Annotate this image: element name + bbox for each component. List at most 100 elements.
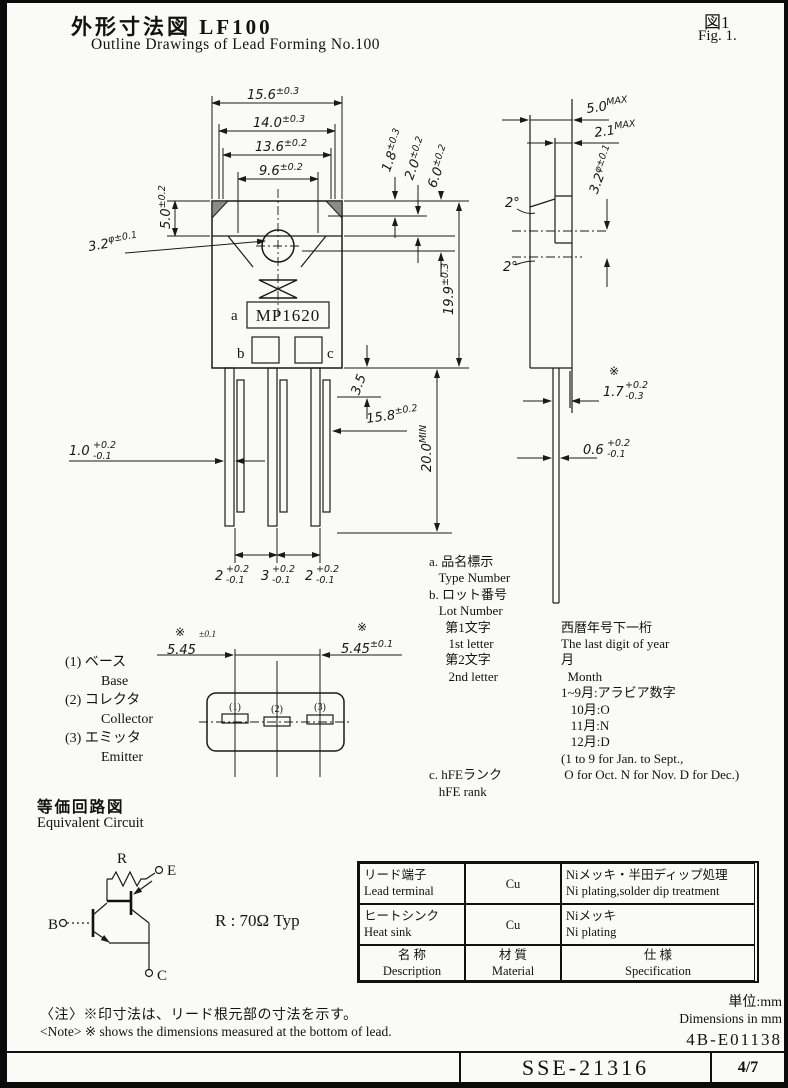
pin1-label: (1) <box>229 702 241 713</box>
doc-number: 4B-E01138 <box>686 1030 782 1049</box>
unit-block: 単位:mm Dimensions in mm 4B-E01138 <box>592 991 784 1050</box>
footnote-jp: 〈注〉※印寸法は、リード根元部の寸法を示す。 <box>40 1008 358 1023</box>
terminal-b <box>58 918 68 928</box>
front-view: a MP1620 b c <box>69 86 469 586</box>
pin2-label: (2) <box>271 704 283 715</box>
figure-number: 図1 <box>704 13 730 32</box>
note-line: Lot Number <box>429 603 503 619</box>
note-line: 第2文字 <box>429 652 491 668</box>
dim-15-8: 15.8±0.2 <box>365 403 419 427</box>
note-line <box>429 702 561 718</box>
collector-label: C <box>157 968 167 984</box>
equivalent-circuit: R E B C R : 70Ω Typ <box>48 851 300 984</box>
note-line: 1st letter <box>429 636 494 652</box>
pin-item-en: Emitter <box>101 750 143 765</box>
dim-9-6: 9.6±0.2 <box>259 162 303 179</box>
marking-notes: a. 品名標示 Type Number b. ロット番号 Lot Number … <box>429 554 740 799</box>
dim-1-8: 1.8±0.3 <box>377 127 408 174</box>
note-line <box>429 734 561 750</box>
dim-14-0: 14.0±0.3 <box>253 114 305 131</box>
dim-15-6: 15.6±0.3 <box>247 86 299 103</box>
dim-0-6: 0.6+0.2-0.1 <box>583 438 630 460</box>
page-title: 外形寸法図 LF100 <box>71 15 273 39</box>
unit-jp: 単位:mm <box>728 995 782 1010</box>
circuit-title-en: Equivalent Circuit <box>37 815 144 831</box>
dim-5-45l: 5.45 <box>167 643 196 658</box>
chamfer-left <box>211 200 230 220</box>
note-line <box>429 718 561 734</box>
pin3-label: (3) <box>314 702 326 713</box>
chamfer-right <box>324 200 343 220</box>
ref-mark-left: ※ <box>175 625 185 639</box>
dim-5-0: 5.0±0.2 <box>157 185 174 229</box>
note-line: 第1文字 <box>429 619 491 635</box>
front-leads <box>224 367 331 527</box>
pin-item-jp: (3) エミッタ <box>65 731 141 746</box>
base-label: B <box>48 917 58 933</box>
dim-pitch-2a: 2+0.2-0.1 <box>215 564 249 586</box>
technical-drawing: a MP1620 b c <box>48 86 648 984</box>
figure-number-en: Fig. 1. <box>698 28 737 44</box>
terminal-e <box>154 865 164 875</box>
title-block-footer: SSE-21316 4/7 <box>7 1051 784 1082</box>
pin-item-en: Collector <box>101 712 154 727</box>
dim-3-2-hole: 3.2φ±0.1 <box>87 230 139 255</box>
resistor-symbol <box>107 870 146 888</box>
note-line <box>429 685 561 701</box>
dim-2-0: 2.0±0.2 <box>400 135 431 182</box>
sanken-logo <box>258 279 298 299</box>
marking-b-label: b <box>237 346 245 362</box>
dim-19-9: 19.9±0.3 <box>440 263 457 315</box>
note-line: a. 品名標示 <box>429 554 494 569</box>
note-line <box>429 751 561 767</box>
dim-6-0: 6.0±0.2 <box>423 143 454 190</box>
page-title-en: Outline Drawings of Lead Forming No.100 <box>91 36 380 53</box>
dim-3-5: 3.5 <box>349 372 370 397</box>
page-number: 4/7 <box>737 1058 759 1076</box>
marking-c-box <box>294 336 323 364</box>
table-cell-material: Cu <box>465 863 561 904</box>
circuit-title: 等価回路図 <box>37 799 125 816</box>
terminal-c <box>144 968 154 978</box>
dim-5-45l-tol: ±0.1 <box>199 630 216 640</box>
pin-item-en: Base <box>101 674 129 689</box>
pin-item-jp: (2) コレクタ <box>65 693 141 708</box>
bottom-view: (1) (2) (3) ※ ±0.1 5.45 ※ 5.45±0.1 <box>157 620 402 777</box>
resistor-label: R <box>117 851 127 867</box>
emitter-label: E <box>167 863 176 879</box>
side-view: 5.0MAX 2.1MAX 3.2φ±0.1 2° 2° ※ 1.7+0.2-0… <box>502 94 648 604</box>
note-line: 2nd letter <box>429 668 498 684</box>
dim-13-6: 13.6±0.2 <box>255 138 307 155</box>
note-line: Type Number <box>429 570 511 586</box>
document-id: SSE-21316 <box>461 1053 712 1082</box>
dim-2-1-max: 2.1MAX <box>593 118 637 141</box>
type-number: MP1620 <box>256 306 321 325</box>
note-line: c. hFEランク <box>429 767 502 783</box>
dim-20-0-min: 20.0MIN <box>418 425 435 472</box>
dim-3-2-side: 3.2φ±0.1 <box>585 143 618 196</box>
footnote-en: <Note> ※ shows the dimensions measured a… <box>40 1024 392 1039</box>
dim-angle-top: 2° <box>505 196 520 211</box>
pin-list: (1) ベース Base (2) コレクタ Collector (3) エミッタ… <box>65 653 153 767</box>
marking-c-label: c <box>327 346 334 362</box>
table-cell-material: Cu <box>465 904 561 945</box>
dim-5-45r: 5.45±0.1 <box>341 639 393 657</box>
pin-item-jp: (1) ベース <box>65 655 127 670</box>
footnote: 〈注〉※印寸法は、リード根元部の寸法を示す。 <Note> ※ shows th… <box>40 1004 392 1040</box>
dim-1-0: 1.0+0.2-0.1 <box>69 440 116 462</box>
marking-b-box <box>251 336 280 364</box>
dim-angle-bottom: 2° <box>503 260 518 275</box>
note-line: hFE rank <box>429 783 487 799</box>
ref-mark-right: ※ <box>357 620 367 634</box>
resistor-value: R : 70Ω Typ <box>215 911 300 930</box>
marking-a-label: a <box>231 308 238 324</box>
footer-empty-cell <box>7 1053 461 1082</box>
